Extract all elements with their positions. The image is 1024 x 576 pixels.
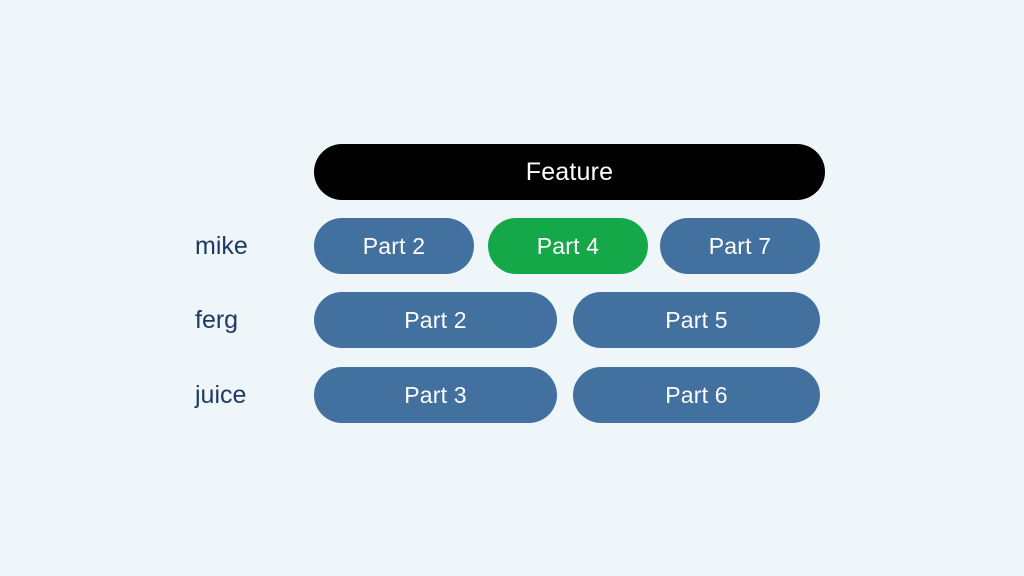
row-mike: mike Part 2 Part 4 Part 7	[0, 218, 1024, 274]
part-block-label: Part 5	[665, 306, 728, 333]
row-ferg: ferg Part 2 Part 5	[0, 292, 1024, 348]
part-block-label: Part 3	[404, 381, 467, 408]
part-block-juice-1[interactable]: Part 3	[314, 367, 557, 423]
part-block-label: Part 7	[708, 232, 772, 259]
part-block-label: Part 4	[536, 232, 600, 259]
part-block-label: Part 2	[404, 306, 467, 333]
part-block-juice-2[interactable]: Part 6	[573, 367, 820, 423]
part-block-ferg-2[interactable]: Part 5	[573, 292, 820, 348]
part-block-label: Part 6	[665, 381, 728, 408]
part-block-label: Part 2	[362, 232, 426, 259]
part-block-mike-1[interactable]: Part 2	[314, 218, 474, 274]
part-block-mike-2-highlighted[interactable]: Part 4	[488, 218, 648, 274]
part-block-mike-3[interactable]: Part 7	[660, 218, 820, 274]
feature-header-label: Feature	[525, 157, 614, 186]
row-label-ferg: ferg	[195, 305, 239, 334]
row-juice: juice Part 3 Part 6	[0, 367, 1024, 423]
feature-header-bar[interactable]: Feature	[314, 144, 825, 200]
part-block-ferg-1[interactable]: Part 2	[314, 292, 557, 348]
row-label-juice: juice	[195, 380, 247, 409]
row-label-mike: mike	[195, 231, 248, 260]
